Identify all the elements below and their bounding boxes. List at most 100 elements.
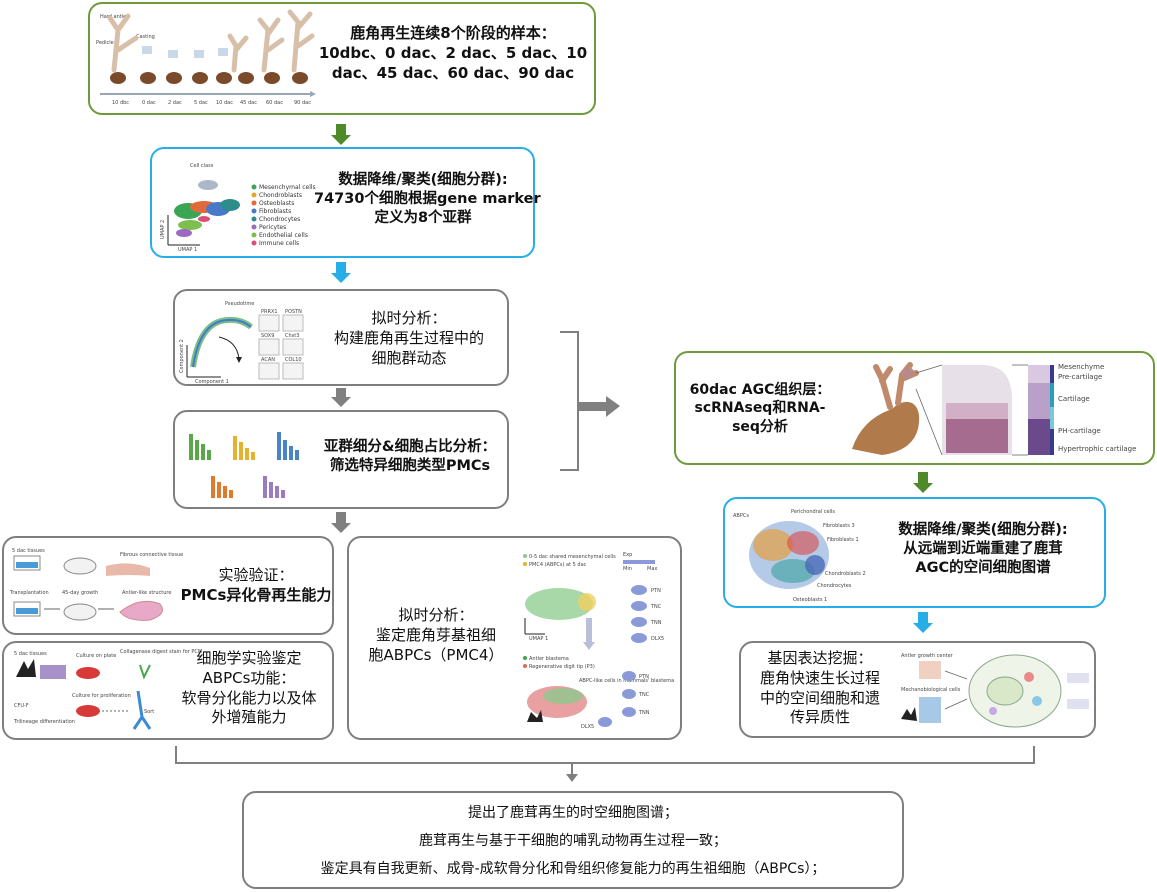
- abpc-gene-blobs-bottom: [598, 671, 636, 727]
- box-samples-line-3: dac、45 dac、60 dac、90 dac: [331, 63, 575, 82]
- gene-bottom-0: PTN: [639, 674, 649, 680]
- gene-mini-plots: PRRX1 POSTN SOX9 Chst3 ACAN COL10: [258, 309, 304, 380]
- gene-label-0: PRRX1: [261, 309, 278, 315]
- box-cytology-line-1: 细胞学实验鉴定: [196, 649, 302, 667]
- conclusion-line-2: 鹿茸再生与基于干细胞的哺乳动物再生过程一致；: [419, 833, 727, 849]
- gene-label-growth-center: Antler growth center: [901, 653, 954, 659]
- arrow-box4-to-box7: [331, 512, 351, 533]
- exp-min: Min: [623, 566, 632, 572]
- gene-top-1: TNC: [650, 604, 662, 610]
- box-clustering: Cell class UMAP 1 UMAP 2 Mesenchymal cel…: [150, 147, 541, 258]
- box-subcluster-line-2: 筛选特异细胞类型PMCs: [329, 458, 491, 475]
- deer-agc-illustration: Mesenchyme Pre-cartilage Cartilage PH-ca…: [852, 362, 1136, 456]
- box-gene-line-2: 鹿角快速生长过程: [759, 668, 880, 687]
- cluster-label-4: Chondrocytes: [817, 583, 852, 589]
- layer-label-4: Hypertrophic cartilage: [1058, 445, 1136, 453]
- box-subcluster-line-1: 亚群细分&细胞占比分析：: [323, 439, 497, 455]
- cluster-label-3: Chondroblasts 2: [825, 571, 866, 577]
- box-spatial-line-1: 数据降维/聚类(细胞分群):: [898, 522, 1068, 538]
- arrow-box3-to-box4: [331, 388, 351, 407]
- box-samples-line-1: 鹿角再生连续8个阶段的样本：: [350, 24, 556, 42]
- legend-item-7: Immune cells: [259, 240, 299, 247]
- pseudotime-plot: Pseudotime Component 1 Component 2 PRRX1…: [179, 301, 304, 385]
- legend-item-6: Endothelial cells: [259, 232, 308, 239]
- box-agc-text: 60dac AGC组织层： scRNAseq和RNA- seq分析: [682, 381, 838, 436]
- box-pseudotime-line-3: 细胞群动态: [371, 348, 447, 367]
- abpc-mid-label: ABPC-like cells in mammals' blastema: [579, 678, 674, 684]
- box-abpc-text: 拟时分析： 鉴定鹿角芽基祖细 胞ABPCs（PMC4）: [357, 606, 515, 665]
- layer-label-0: Mesenchyme: [1058, 363, 1104, 371]
- box-pseudotime: Pseudotime Component 1 Component 2 PRRX1…: [173, 289, 509, 386]
- gene-expression-illustration: Antler growth center Mechanobiological c…: [901, 653, 1089, 728]
- gene-label-5: COL10: [285, 357, 302, 363]
- box-samples: Hard antler Pedicle Casting 10 dbc 0 dac: [88, 2, 596, 115]
- box-validation: 5 dac tissues Fibrous connective tissue …: [2, 536, 334, 635]
- box-pseudotime-line-1: 拟时分析：: [371, 309, 447, 327]
- subcluster-proportion-plots: [189, 432, 299, 498]
- gene-label-mechano: Mechanobiological cells: [901, 687, 961, 693]
- exp-max: Max: [647, 566, 657, 572]
- conclusion-line-3: 鉴定具有自我更新、成骨-成软骨分化和骨组织修复能力的再生祖细胞（ABPCs）；: [320, 861, 826, 877]
- abpc-legend2-1: Regenerative digit tip (P3): [529, 664, 595, 670]
- box-agc-layer: 60dac AGC组织层： scRNAseq和RNA- seq分析 Mesenc…: [674, 351, 1155, 465]
- cytology-label-5: Trilineage differentiation: [13, 719, 75, 725]
- box-spatial-line-2: 从远端到近端重建了鹿茸: [903, 541, 1063, 558]
- gene-bottom-3: DLX5: [581, 724, 594, 730]
- casting-label: Casting: [136, 34, 155, 40]
- box-spatial-line-3: AGC的空间细胞图谱: [915, 560, 1051, 577]
- layer-label-2: Cartilage: [1058, 395, 1090, 403]
- layer-label-1: Pre-cartilage: [1058, 373, 1102, 381]
- stage-label-7: 90 dac: [294, 100, 311, 106]
- gene-label-2: SOX9: [261, 333, 274, 339]
- arrow-box1-to-box2: [331, 124, 351, 145]
- pseudotime-y-label: Component 2: [179, 339, 185, 373]
- legend-item-5: Pericytes: [259, 224, 286, 231]
- abpc-umap-plots: 0-5 dac shared mesenchymal cells PMC4 (A…: [523, 552, 674, 730]
- pedicle-label: Pedicle: [96, 40, 114, 46]
- cytology-label-6: Sort: [144, 709, 154, 715]
- box-pseudotime-line-2: 构建鹿角再生过程中的: [333, 328, 484, 347]
- box-gene-line-4: 传异质性: [789, 708, 850, 727]
- box-validation-line-2: PMCs异化骨再生能力: [180, 585, 332, 604]
- box-conclusion: 提出了鹿茸再生的时空细胞图谱； 鹿茸再生与基于干细胞的哺乳动物再生过程一致； 鉴…: [242, 791, 904, 889]
- box-validation-line-1: 实验验证：: [218, 566, 294, 584]
- umap-cell-class-plot: Cell class UMAP 1 UMAP 2 Mesenchymal cel…: [160, 163, 316, 253]
- exp-label: Exp: [623, 552, 632, 558]
- box-clustering-line-2: 74730个细胞根据gene marker: [314, 191, 541, 208]
- umap-y-label: UMAP 2: [160, 220, 166, 239]
- cluster-label-6: ABPCs: [733, 513, 749, 519]
- box-cytology-line-2: ABPCs功能：: [202, 668, 296, 687]
- box-cytology: 5 dac tissues Culture on plate Collagena…: [2, 641, 334, 740]
- cytology-label-4: CFU-F: [14, 703, 29, 709]
- gene-bottom-2: TNN: [638, 710, 650, 716]
- box-spatial-text: 数据降维/聚类(细胞分群): 从远端到近端重建了鹿茸 AGC的空间细胞图谱: [865, 521, 1101, 578]
- stage-label-1: 0 dac: [142, 100, 156, 106]
- validation-label-4: Antler-like structure: [122, 590, 171, 596]
- bars-orange: [211, 476, 233, 498]
- cytology-label-2: Collagenase digest stain for PCM: [120, 649, 202, 655]
- legend-item-3: Fibroblasts: [259, 208, 291, 215]
- stage-label-0: 10 dbc: [112, 100, 129, 106]
- box-abpc-line-1: 拟时分析：: [398, 606, 474, 624]
- stage-label-5: 45 dac: [240, 100, 257, 106]
- umap-x-label: UMAP 1: [178, 247, 197, 253]
- box-agc-line-1: 60dac AGC组织层：: [689, 382, 831, 398]
- arrow-box2-to-box3: [331, 262, 351, 283]
- box-subcluster: 亚群细分&细胞占比分析： 筛选特异细胞类型PMCs: [173, 410, 509, 509]
- box-clustering-line-1: 数据降维/聚类(细胞分群):: [338, 172, 508, 188]
- box-subcluster-text: 亚群细分&细胞占比分析： 筛选特异细胞类型PMCs: [313, 438, 507, 476]
- legend-item-4: Chondrocytes: [259, 216, 300, 223]
- hard-antler-label: Hard antler: [100, 14, 129, 20]
- box-gene-text: 基因表达挖掘： 鹿角快速生长过程 中的空间细胞和遗 传异质性: [745, 649, 895, 728]
- bracket-bottom: [175, 746, 1035, 782]
- validation-label-0: 5 dac tissues: [12, 548, 45, 554]
- abpc-legend-1: PMC4 (ABPCs) at 5 dac: [529, 562, 587, 568]
- legend-item-0: Mesenchymal cells: [259, 184, 316, 191]
- conclusion-line-1: 提出了鹿茸再生的时空细胞图谱；: [468, 805, 678, 821]
- arrow-box9-to-box10: [913, 612, 933, 633]
- validation-label-1: Fibrous connective tissue: [120, 552, 183, 558]
- cluster-label-2: Fibroblasts 1: [827, 537, 859, 543]
- box-gene-line-3: 中的空间细胞和遗: [759, 688, 880, 707]
- arrow-box8-to-box9: [913, 472, 933, 493]
- box-cytology-line-3: 软骨分化能力以及体: [181, 688, 317, 707]
